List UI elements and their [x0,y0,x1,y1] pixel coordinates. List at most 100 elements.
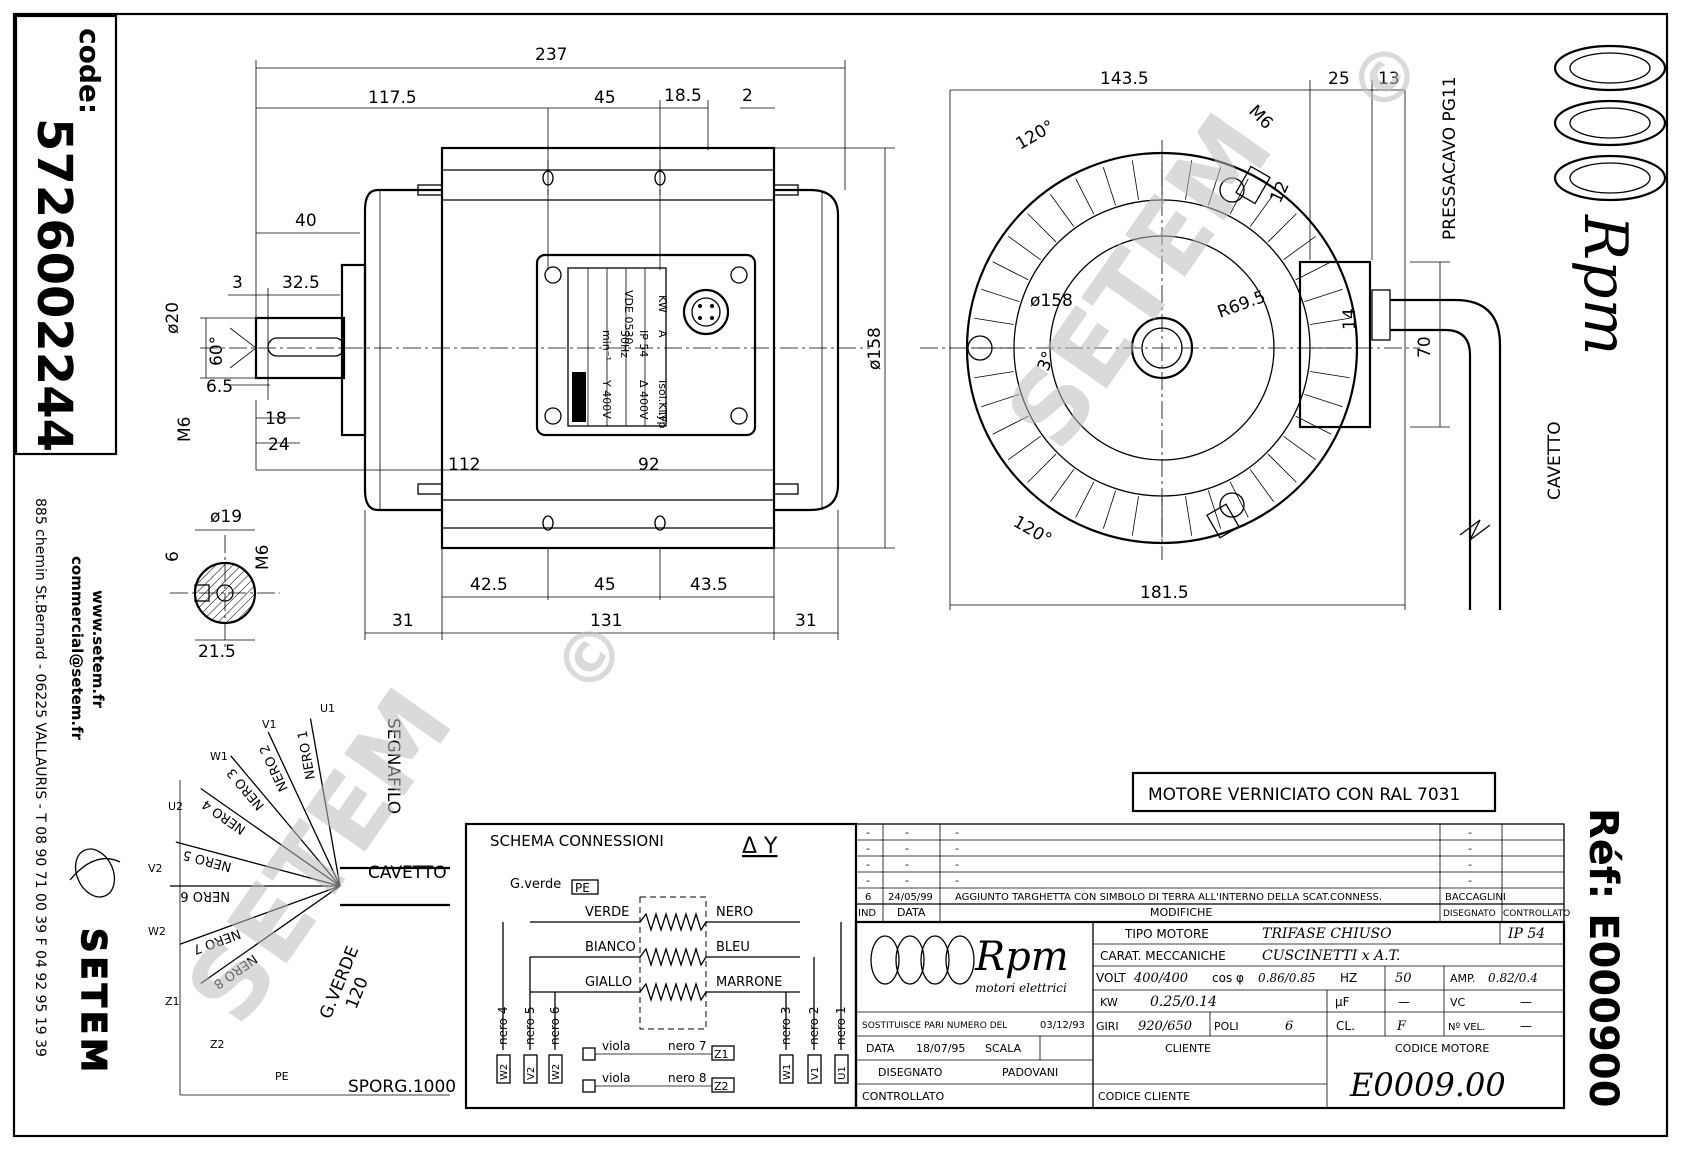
nvel-value: — [1520,1019,1532,1033]
cooling-fin [1131,496,1139,536]
sheet-border [12,12,1669,1138]
dim-45-bottom: 45 [594,575,616,595]
nameplate-typ: VDE 0530 [622,290,635,344]
kw-value: 0.25/0.14 [1150,994,1217,1010]
cooling-fin [1310,371,1350,379]
cooling-fin [974,371,1014,379]
rpm-title-text: Rpm [974,934,1069,980]
poli-value: 6 [1285,1019,1293,1034]
section-21-5: 21.5 [198,642,236,662]
cooling-fin [1008,235,1041,261]
ref-code: Réf: E000900 [1580,808,1626,1108]
dim-31-right: 31 [795,611,817,631]
codice-motore-label: CODICE MOTORE [1395,1042,1489,1055]
cooling-fin [1310,317,1350,325]
rev-empty-cell: - [955,826,959,839]
schema-term-right: V1 [810,1067,821,1080]
dim-24: 24 [268,435,290,455]
cooling-fin [1295,261,1332,281]
cooling-fin [1075,178,1095,215]
tipo-value: TRIFASE CHIUSO [1262,926,1392,942]
wire-terminal-label: V1 [262,718,277,731]
motor-front-view: 237 117.5 45 18.5 2 [163,45,895,640]
nameplate-cl: Isol.Kl.F [656,380,669,422]
rev-empty-cell: - [905,858,909,871]
contact-info: www.setem.fr commercial@setem.fr 885 che… [32,498,107,1057]
cable-gland [682,288,730,336]
schema-term-right: W1 [782,1064,793,1080]
vc-value: — [1520,995,1532,1009]
rev-head-mod: MODIFICHE [1150,906,1212,919]
code-label: code: [73,28,106,114]
cl-label: CL. [1336,1019,1355,1033]
cooling-fin [1027,213,1057,243]
rev6-mod: AGGIUNTO TARGHETTA CON SIMBOLO DI TERRA … [955,892,1382,903]
side-120-bottom: 120° [1010,512,1055,550]
hz-value: 50 [1395,971,1412,986]
contact-address: 885 chemin St.Bernard - 06225 VALLAURIS … [32,498,48,1057]
scala-label: SCALA [985,1042,1022,1055]
cooling-fin [1229,178,1249,215]
dim-2: 2 [742,86,753,106]
rev-empty-cell: - [866,842,870,855]
schema-left-color: BIANCO [585,940,636,955]
dim-181-5: 181.5 [1140,583,1189,603]
cooling-fin [1283,435,1316,461]
nameplate-v2: Y 400V [600,379,613,419]
cooling-fin [1207,167,1222,206]
hz-label: HZ [1340,971,1357,985]
wire-line [200,787,341,887]
schema-conn-type: Δ Y [742,834,778,859]
wire-terminal-label: Z2 [210,1038,225,1051]
tipo-label: TIPO MOTORE [1124,927,1209,941]
code-number: 5726002244 [26,118,82,452]
schema-right-color: MARRONE [716,975,782,990]
amp-value: 0.82/0.4 [1488,971,1538,985]
schema-viola-label: viola [602,1071,630,1085]
nameplate-v1: Δ 400V [637,380,650,420]
dim-32-5: 32.5 [282,273,320,293]
paint-note-text: MOTORE VERNICIATO CON RAL 7031 [1148,785,1460,805]
rev6-data: 24/05/99 [888,892,933,903]
wire-sporg: SPORG.1000 [348,1077,456,1097]
rev-empty-cell: - [1468,874,1472,887]
nameplate-kw: KW [656,295,669,313]
cooling-fin [1283,235,1316,261]
dim-18-5: 18.5 [664,86,702,106]
cooling-fin [1249,194,1275,227]
cooling-fin [1267,453,1297,483]
nvel-label: Nº VEL. [1448,1022,1485,1033]
dim-40: 40 [295,211,317,231]
dim-45-top: 45 [594,88,616,108]
cooling-fin [981,393,1020,408]
code-box: code: 5726002244 [14,14,118,456]
rev-empty-cell: - [955,874,959,887]
contact-web: www.setem.fr [89,590,107,709]
rev-head-dis: DISEGNATO [1443,909,1496,919]
giri-label: GIRI [1096,1020,1119,1033]
side-r69-5: R69.5 [1215,287,1269,323]
rev-empty-cell: - [1468,858,1472,871]
dim-dia-158-front: ø158 [865,327,885,370]
dim-143-5: 143.5 [1100,69,1149,89]
schema-nero-right: nero 3 [779,1007,793,1045]
dim-dia-20: ø20 [163,302,183,334]
cooling-fin [1027,453,1057,483]
nameplate-a: A [656,330,669,338]
cooling-fin [1185,496,1193,536]
side-120-top: 120° [1013,117,1058,155]
carat-label: CARAT. MECCANICHE [1100,949,1226,963]
giri-value: 920/650 [1138,1019,1192,1034]
codice-motore-value: E0009.00 [1349,1066,1506,1104]
schema-right-color: BLEU [716,940,750,955]
wire-terminal-label: U2 [168,800,183,813]
section-dia-19: ø19 [210,507,242,527]
cooling-fin [1049,469,1075,502]
wire-terminal-label: PE [275,1070,289,1083]
rev6-ind: 6 [865,892,871,903]
contact-email: commercial@setem.fr [68,556,86,741]
wire-label: NERO 3 [224,765,267,813]
setem-logo: SETEM [69,848,121,1077]
cooling-fin [1102,167,1117,206]
